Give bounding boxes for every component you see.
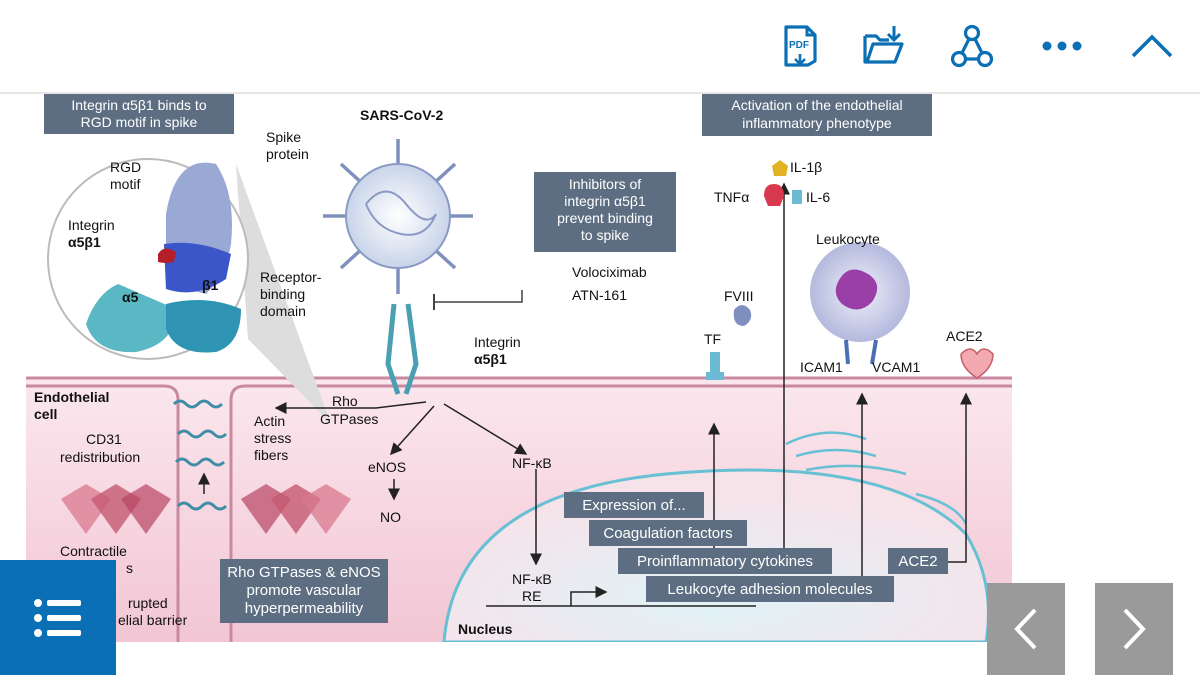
enos-label: eNOS bbox=[368, 459, 406, 475]
icam1-label: ICAM1 bbox=[800, 359, 843, 375]
alpha5-label: α5 bbox=[122, 289, 139, 305]
il1b-label: IL-1β bbox=[790, 159, 822, 175]
nfkb-re-label-2: RE bbox=[522, 588, 541, 604]
share-icon bbox=[950, 24, 994, 68]
previous-figure-button[interactable] bbox=[987, 583, 1065, 675]
integrin-center-1: Integrin bbox=[474, 334, 521, 350]
chevron-right-icon bbox=[1123, 608, 1146, 650]
rbd-label-3: domain bbox=[260, 303, 306, 319]
download-button[interactable] bbox=[856, 20, 912, 72]
box-integrin-line2: RGD motif in spike bbox=[81, 114, 198, 130]
integrin-left-2: α5β1 bbox=[68, 234, 101, 250]
nucleus-label: Nucleus bbox=[458, 621, 513, 637]
tf-label: TF bbox=[704, 331, 721, 347]
list-icon bbox=[34, 598, 81, 637]
box-inhibitors-line4: to spike bbox=[581, 227, 629, 243]
more-icon bbox=[1042, 41, 1082, 51]
integrin-left-1: Integrin bbox=[68, 217, 115, 233]
endothelial-label-2: cell bbox=[34, 406, 57, 422]
toolbar-divider bbox=[0, 92, 1200, 94]
cd31-molecules bbox=[172, 399, 228, 511]
rho-label-2: GTPases bbox=[320, 411, 378, 427]
collapse-button[interactable] bbox=[1124, 20, 1180, 72]
next-figure-button[interactable] bbox=[1095, 583, 1173, 675]
folder-download-icon bbox=[863, 26, 904, 64]
top-toolbar: PDF bbox=[0, 0, 1200, 92]
box-activation-line2: inflammatory phenotype bbox=[742, 115, 892, 131]
box-leuk-adhesion bbox=[646, 576, 894, 602]
cd31-label-2: redistribution bbox=[60, 449, 140, 465]
beta1-label: β1 bbox=[202, 277, 219, 293]
sars-cov-2-virus bbox=[323, 139, 473, 294]
cd31-label-1: CD31 bbox=[86, 431, 122, 447]
pdf-label: PDF bbox=[789, 40, 809, 51]
box-activation bbox=[702, 94, 932, 136]
endothelial-integrin-figure: Integrin α5β1 binds to RGD motif in spik… bbox=[26, 94, 1012, 642]
tnfa-label: TNFα bbox=[714, 189, 749, 205]
coag-label: Coagulation factors bbox=[603, 525, 732, 542]
fviii-label: FVIII bbox=[724, 288, 754, 304]
more-button[interactable] bbox=[1034, 20, 1090, 72]
actin-label-2: stress bbox=[254, 430, 291, 446]
box-rho-line2: promote vascular bbox=[246, 582, 361, 599]
chevron-up-icon bbox=[1131, 34, 1173, 58]
actin-label-3: fibers bbox=[254, 447, 288, 463]
box-ace2 bbox=[888, 548, 948, 574]
endothelial-label-1: Endothelial bbox=[34, 389, 109, 405]
box-inhibitors-line1: Inhibitors of bbox=[569, 176, 641, 192]
nfkb-re-label-1: NF-κB bbox=[512, 571, 552, 587]
contractile-label-1: Contractile bbox=[60, 543, 127, 559]
spike-label-1: Spike bbox=[266, 129, 301, 145]
share-button[interactable] bbox=[944, 20, 1000, 72]
vcam1-label: VCAM1 bbox=[872, 359, 920, 375]
box-integrin-line1: Integrin α5β1 binds to bbox=[71, 97, 206, 113]
actin-label-1: Actin bbox=[254, 413, 285, 429]
no-label: NO bbox=[380, 509, 401, 525]
atn161-label: ATN-161 bbox=[572, 287, 627, 303]
box-rho-line1: Rho GTPases & eNOS bbox=[227, 564, 380, 581]
box-proinflam bbox=[618, 548, 832, 574]
rgd-label-1: RGD bbox=[110, 159, 141, 175]
box-inhibitors-line3: prevent binding bbox=[557, 210, 653, 226]
chevron-left-icon bbox=[1014, 608, 1037, 650]
rgd-label-2: motif bbox=[110, 176, 140, 192]
integrin-center-2: α5β1 bbox=[474, 351, 507, 367]
rbd-label-1: Receptor- bbox=[260, 269, 322, 285]
figure-list-button[interactable] bbox=[0, 560, 116, 675]
box-rho-line3: hyperpermeability bbox=[245, 600, 364, 617]
il6-label: IL-6 bbox=[806, 189, 830, 205]
box-integrin-rgd bbox=[44, 94, 234, 134]
contractile-fibers bbox=[61, 484, 351, 534]
proinflam-label: Proinflammatory cytokines bbox=[637, 553, 813, 570]
pdf-button[interactable]: PDF bbox=[772, 20, 828, 72]
leuk-adhesion-label: Leukocyte adhesion molecules bbox=[667, 581, 872, 598]
nfkb-label: NF-κB bbox=[512, 455, 552, 471]
box-inhibitors bbox=[534, 172, 676, 252]
sars-title: SARS-CoV-2 bbox=[360, 107, 443, 123]
disrupted-label-2: elial barrier bbox=[118, 612, 188, 628]
box-activation-line1: Activation of the endothelial bbox=[731, 97, 902, 113]
rbd-label-2: binding bbox=[260, 286, 305, 302]
disrupted-label-1: rupted bbox=[128, 595, 168, 611]
pdf-icon: PDF bbox=[784, 25, 817, 67]
box-coag bbox=[589, 520, 747, 546]
box-inhibitors-line2: integrin α5β1 bbox=[564, 193, 646, 209]
expression-label: Expression of... bbox=[582, 497, 685, 514]
box-rho bbox=[220, 559, 388, 623]
rho-label-1: Rho bbox=[332, 393, 358, 409]
ace2-box-label: ACE2 bbox=[898, 553, 937, 570]
ace2-top-label: ACE2 bbox=[946, 328, 983, 344]
leukocyte-label: Leukocyte bbox=[816, 231, 880, 247]
spike-label-2: protein bbox=[266, 146, 309, 162]
contractile-label-2: s bbox=[126, 560, 133, 576]
box-expression bbox=[564, 492, 704, 518]
volociximab-label: Volociximab bbox=[572, 264, 647, 280]
